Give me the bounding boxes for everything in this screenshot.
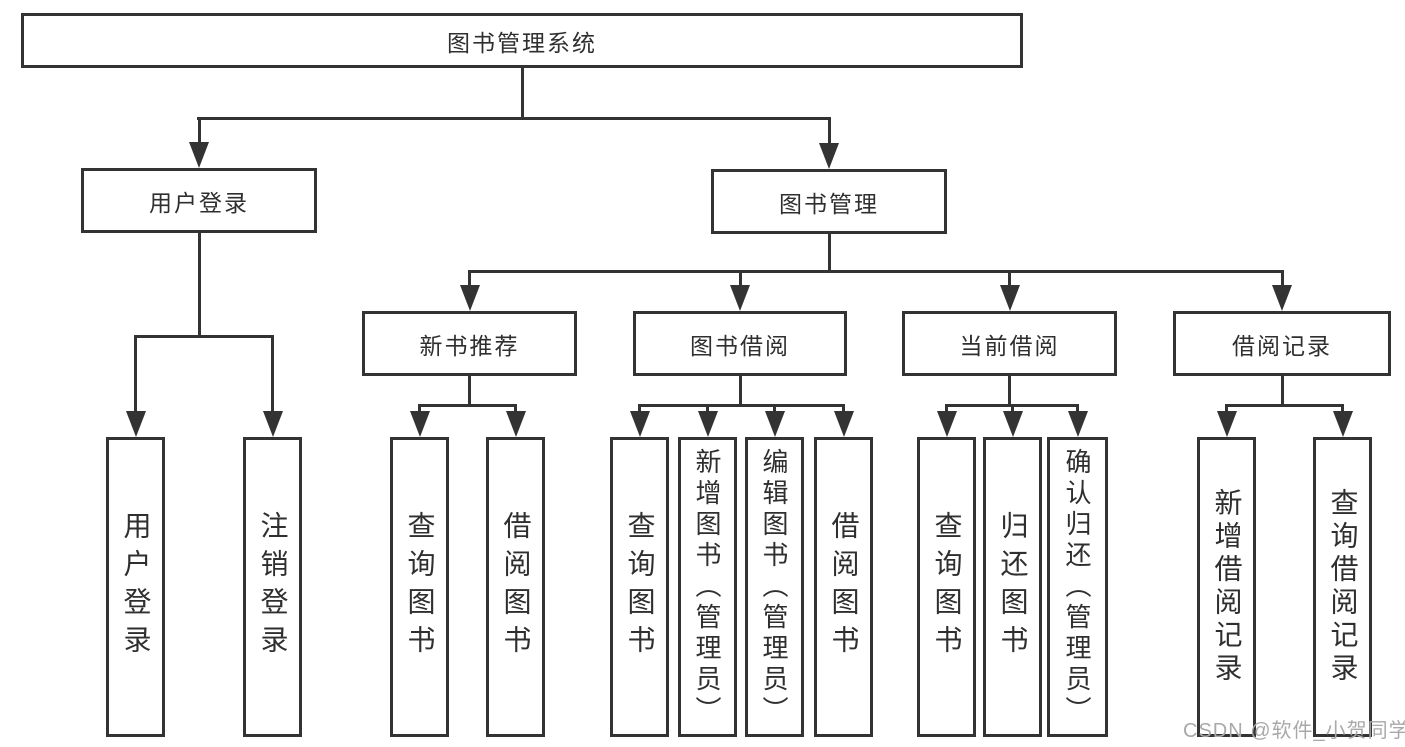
arrow-to-leaf-edit-book-admin: [764, 405, 785, 437]
node-book-management: 图书管理: [711, 169, 947, 234]
arrow-to-leaf-add-borrow-record: [1216, 405, 1237, 437]
leaf-edit-book-admin: 编辑图书（管理员）: [745, 437, 804, 737]
leaf-edit-book-admin-label: 编辑图书（管理员）: [759, 447, 789, 727]
connector-new-book-recommend-stem: [468, 376, 471, 406]
arrow-to-borrow-records: [1272, 272, 1292, 311]
leaf-return-book-label: 归还图书: [997, 511, 1029, 663]
leaf-user-login: 用户登录: [106, 437, 165, 737]
arrow-to-user-login: [189, 118, 209, 168]
connector-level3-branch: [468, 270, 1284, 273]
leaf-query-borrow-record: 查询借阅记录: [1313, 437, 1372, 737]
node-book-borrow: 图书借阅: [633, 311, 847, 376]
leaf-add-borrow-record-label: 新增借阅记录: [1211, 488, 1243, 686]
node-current-borrow: 当前借阅: [902, 311, 1117, 376]
leaf-confirm-return-admin-label: 确认归还（管理员）: [1062, 447, 1092, 727]
leaf-logout-label: 注销登录: [257, 511, 289, 663]
node-book-borrow-label: 图书借阅: [690, 332, 790, 359]
leaf-query-books-borrow-label: 查询图书: [624, 511, 656, 663]
node-new-book-recommend-label: 新书推荐: [419, 332, 520, 359]
leaf-query-books-recommend-label: 查询图书: [404, 511, 436, 663]
arrow-to-leaf-confirm-return-admin: [1067, 405, 1088, 437]
node-new-book-recommend: 新书推荐: [362, 311, 577, 376]
leaf-borrow-books-recommend: 借阅图书: [486, 437, 545, 737]
arrow-to-book-borrow: [730, 272, 750, 311]
leaf-confirm-return-admin: 确认归还（管理员）: [1047, 437, 1108, 737]
connector-level2-branch: [197, 117, 831, 120]
connector-new-book-recommend-branch: [418, 404, 517, 407]
leaf-query-books-current: 查询图书: [917, 437, 976, 737]
arrow-to-leaf-borrow-books: [833, 405, 854, 437]
connector-user-login-branch: [134, 335, 274, 338]
connector-book-borrow-stem: [738, 376, 742, 406]
arrow-to-leaf-query-borrow-record: [1332, 405, 1353, 437]
arrow-to-leaf-return-book: [1002, 405, 1023, 437]
leaf-add-book-admin: 新增图书（管理员）: [678, 437, 737, 737]
leaf-query-borrow-record-label: 查询借阅记录: [1327, 488, 1359, 686]
connector-current-borrow-stem: [1008, 376, 1011, 406]
arrow-to-leaf-query-books-current: [936, 405, 957, 437]
leaf-query-books-current-label: 查询图书: [931, 511, 963, 663]
node-borrow-records-label: 借阅记录: [1232, 332, 1332, 359]
arrow-to-book-management: [819, 118, 839, 169]
arrow-to-leaf-borrow-books-recommend: [505, 405, 526, 437]
node-borrow-records: 借阅记录: [1173, 311, 1391, 376]
node-library-system: 图书管理系统: [21, 13, 1023, 68]
leaf-query-books-recommend: 查询图书: [390, 437, 449, 737]
leaf-logout: 注销登录: [243, 437, 302, 737]
connector-book-management-stem: [827, 233, 831, 272]
leaf-add-book-admin-label: 新增图书（管理员）: [692, 447, 722, 727]
connector-borrow-records-stem: [1280, 376, 1284, 406]
arrow-to-new-book-recommend: [459, 272, 480, 311]
connector-book-borrow-branch: [638, 404, 845, 407]
leaf-borrow-books-label: 借阅图书: [828, 511, 860, 663]
watermark: CSDN @软件_小贺同学: [1183, 720, 1405, 742]
leaf-borrow-books: 借阅图书: [814, 437, 873, 737]
node-user-login-label: 用户登录: [149, 189, 249, 216]
leaf-query-books-borrow: 查询图书: [610, 437, 669, 737]
node-current-borrow-label: 当前借阅: [959, 332, 1060, 359]
connector-root-stem: [520, 67, 524, 120]
leaf-user-login-label: 用户登录: [120, 511, 152, 663]
leaf-return-book: 归还图书: [983, 437, 1042, 737]
node-book-management-label: 图书管理: [779, 190, 879, 217]
arrow-to-current-borrow: [999, 272, 1020, 311]
connector-borrow-records-branch: [1225, 404, 1344, 407]
connector-user-login-stem: [197, 232, 201, 337]
leaf-borrow-books-recommend-label: 借阅图书: [500, 511, 532, 663]
arrow-to-leaf-user-login: [125, 337, 146, 437]
arrow-to-leaf-add-book-admin: [697, 405, 718, 437]
node-user-login: 用户登录: [81, 168, 317, 233]
arrow-to-leaf-query-books-borrow: [629, 405, 650, 437]
arrow-to-leaf-logout: [262, 337, 283, 437]
arrow-to-leaf-query-books-recommend: [409, 405, 430, 437]
leaf-add-borrow-record: 新增借阅记录: [1197, 437, 1256, 737]
node-library-system-label: 图书管理系统: [447, 29, 597, 56]
